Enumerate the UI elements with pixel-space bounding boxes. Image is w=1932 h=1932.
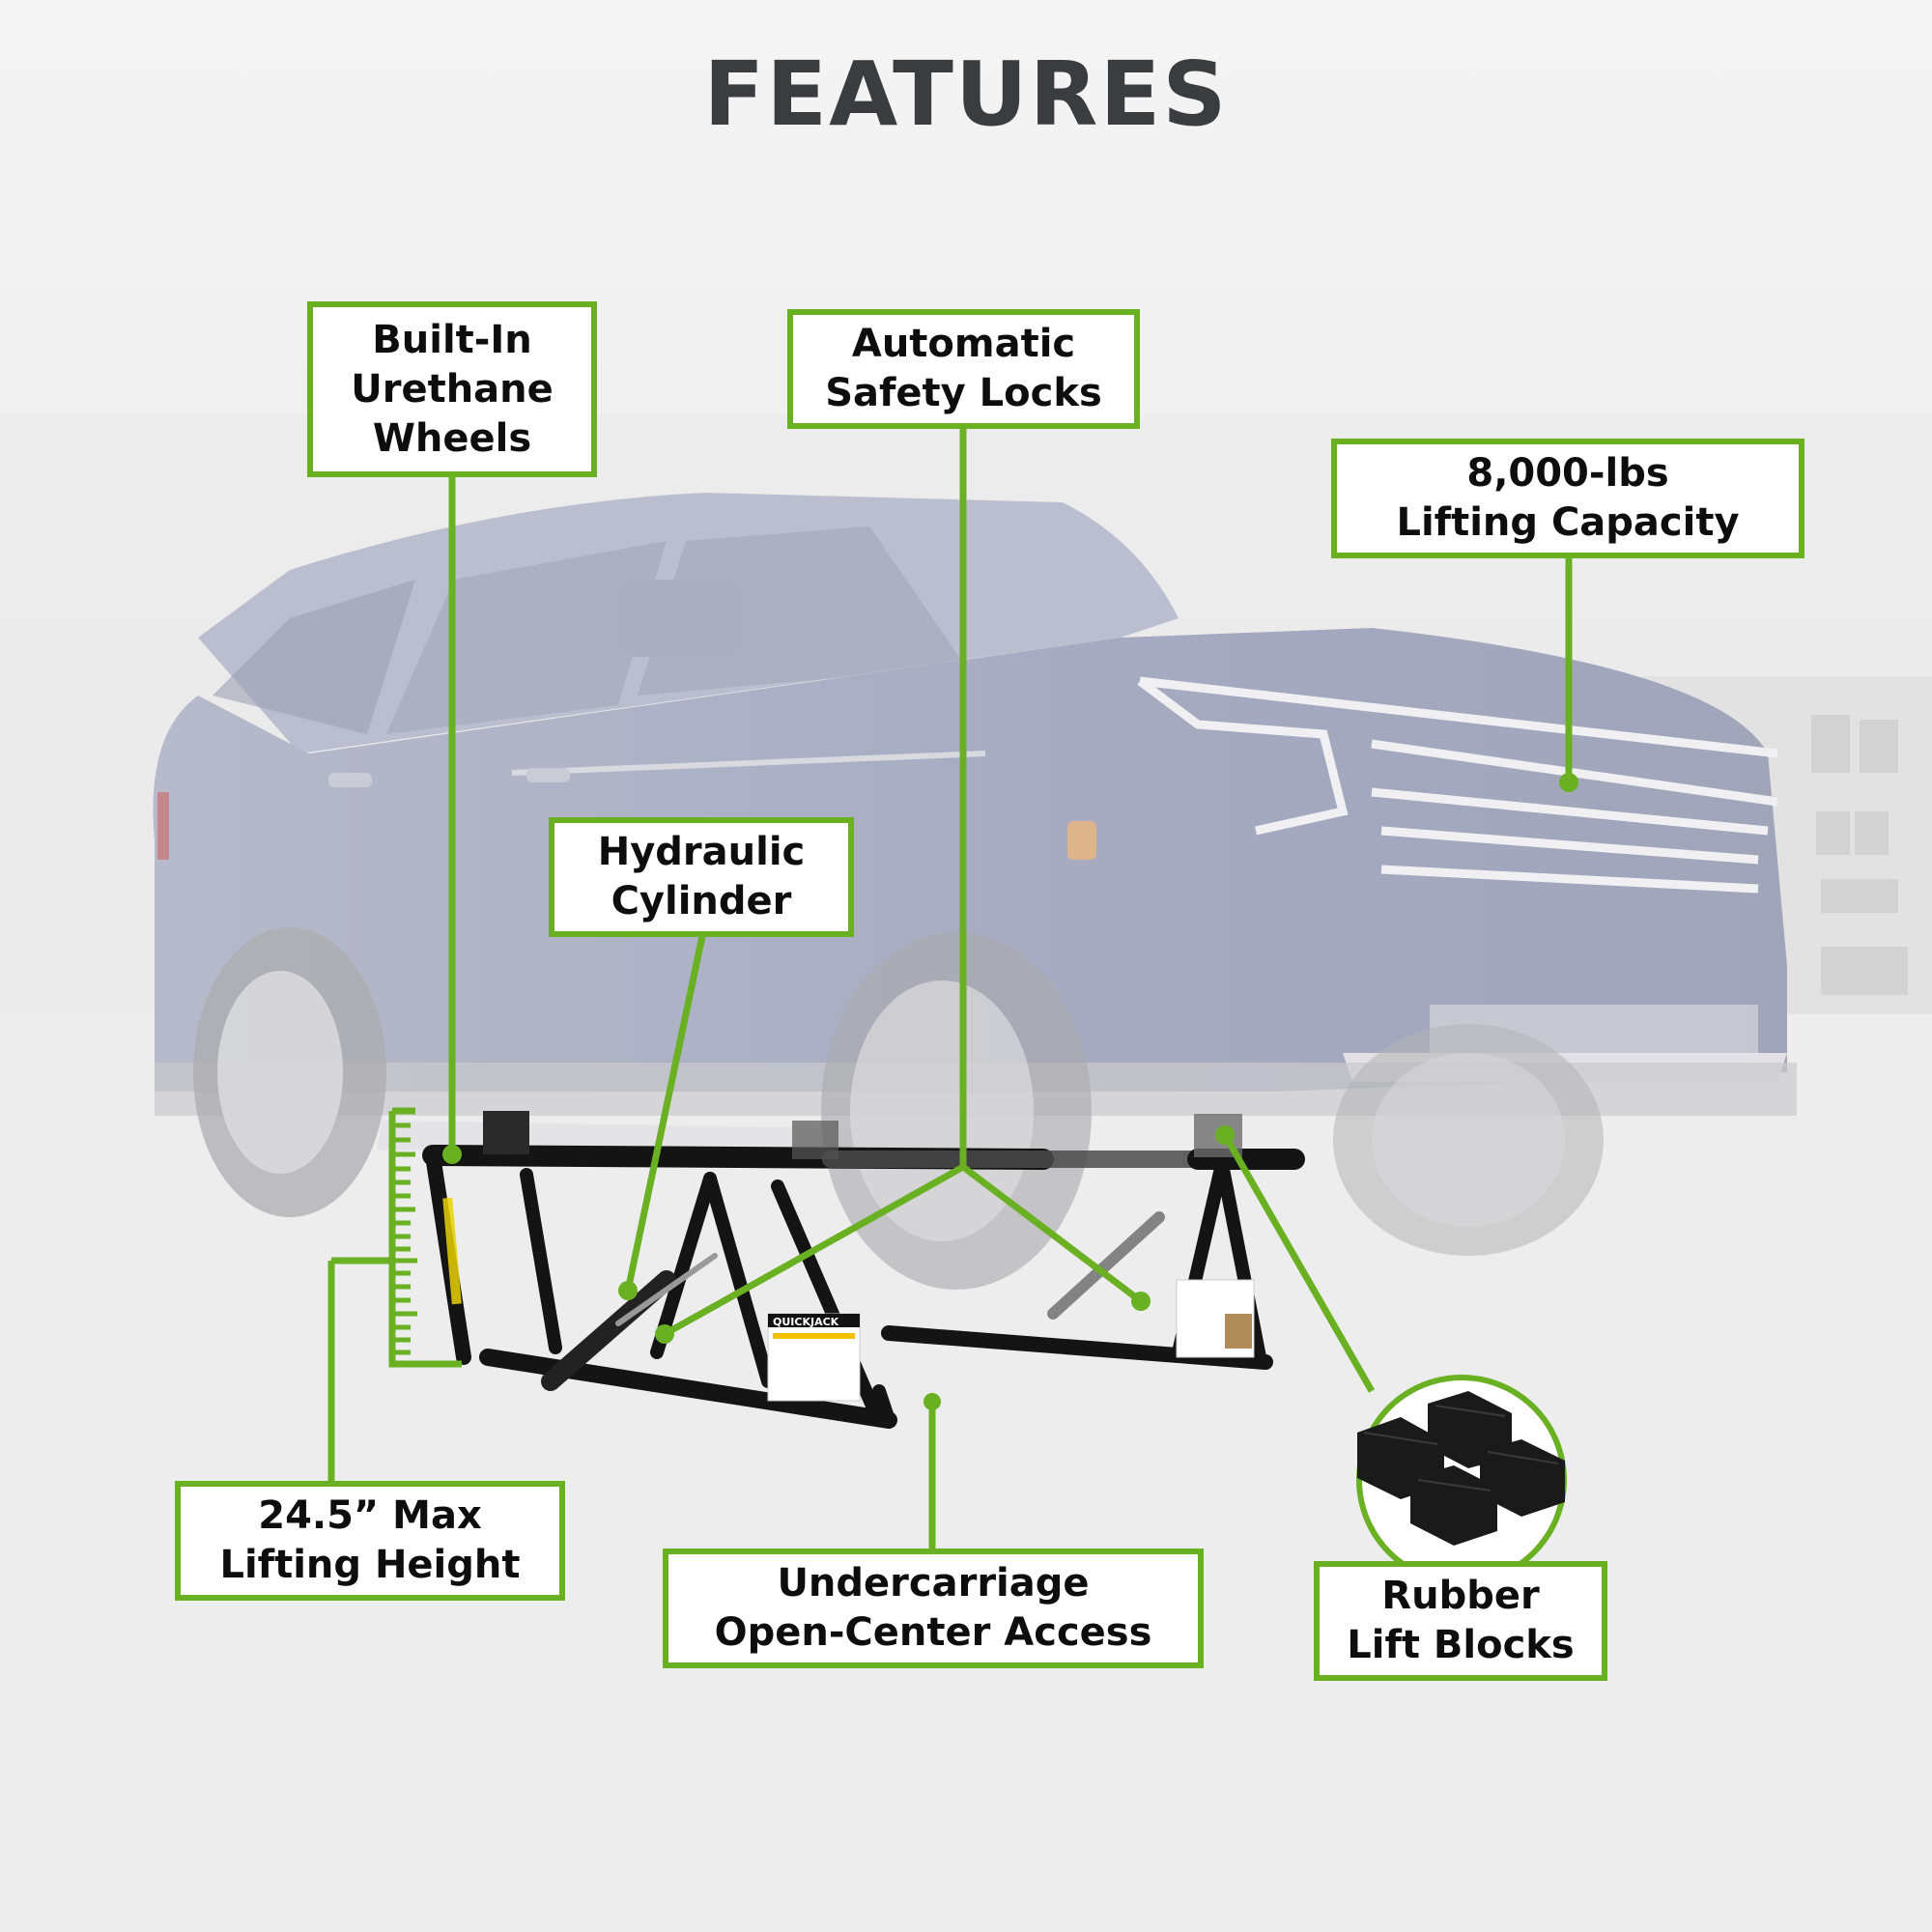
callout-lifting-capacity: 8,000-lbs Lifting Capacity <box>1331 439 1804 558</box>
lift-frames <box>422 1111 1305 1429</box>
callout-line: Open-Center Access <box>714 1610 1152 1655</box>
callout-line: Lifting Height <box>219 1543 521 1587</box>
callout-line: Automatic <box>851 322 1076 366</box>
callout-line: Undercarriage <box>777 1561 1090 1605</box>
callout-lifting-height: 24.5” Max Lifting Height <box>175 1481 565 1601</box>
callout-line: 8,000-lbs <box>1466 451 1669 496</box>
callout-hydraulic-cylinder: Hydraulic Cylinder <box>549 817 854 937</box>
callout-line: Safety Locks <box>825 371 1102 415</box>
callout-rubber-lift-blocks: Rubber Lift Blocks <box>1314 1561 1607 1681</box>
callout-line: Lifting Capacity <box>1396 500 1740 545</box>
callout-line: 24.5” Max <box>258 1493 482 1538</box>
callout-urethane-wheels: Built-In Urethane Wheels <box>307 301 597 477</box>
height-ruler-ticks <box>392 1122 417 1355</box>
leader-dots <box>442 773 1578 1410</box>
page-title: FEATURES <box>703 43 1229 146</box>
callout-line: Rubber <box>1381 1574 1540 1618</box>
callout-line: Urethane <box>351 366 554 412</box>
callout-line: Cylinder <box>611 879 792 923</box>
leader-lines <box>327 423 1573 1553</box>
callout-line: Built-In <box>372 317 532 362</box>
lift-warning-labels <box>767 1279 1255 1402</box>
callout-open-center-access: Undercarriage Open-Center Access <box>663 1548 1204 1668</box>
callout-line: Lift Blocks <box>1347 1623 1575 1667</box>
suv-body <box>153 493 1797 1290</box>
callout-line: Wheels <box>372 415 532 461</box>
quickjack-label: QUICKJACK <box>773 1316 839 1328</box>
callout-safety-locks: Automatic Safety Locks <box>787 309 1140 429</box>
callout-line: Hydraulic <box>597 830 806 874</box>
rubber-blocks-inset <box>1356 1375 1567 1585</box>
